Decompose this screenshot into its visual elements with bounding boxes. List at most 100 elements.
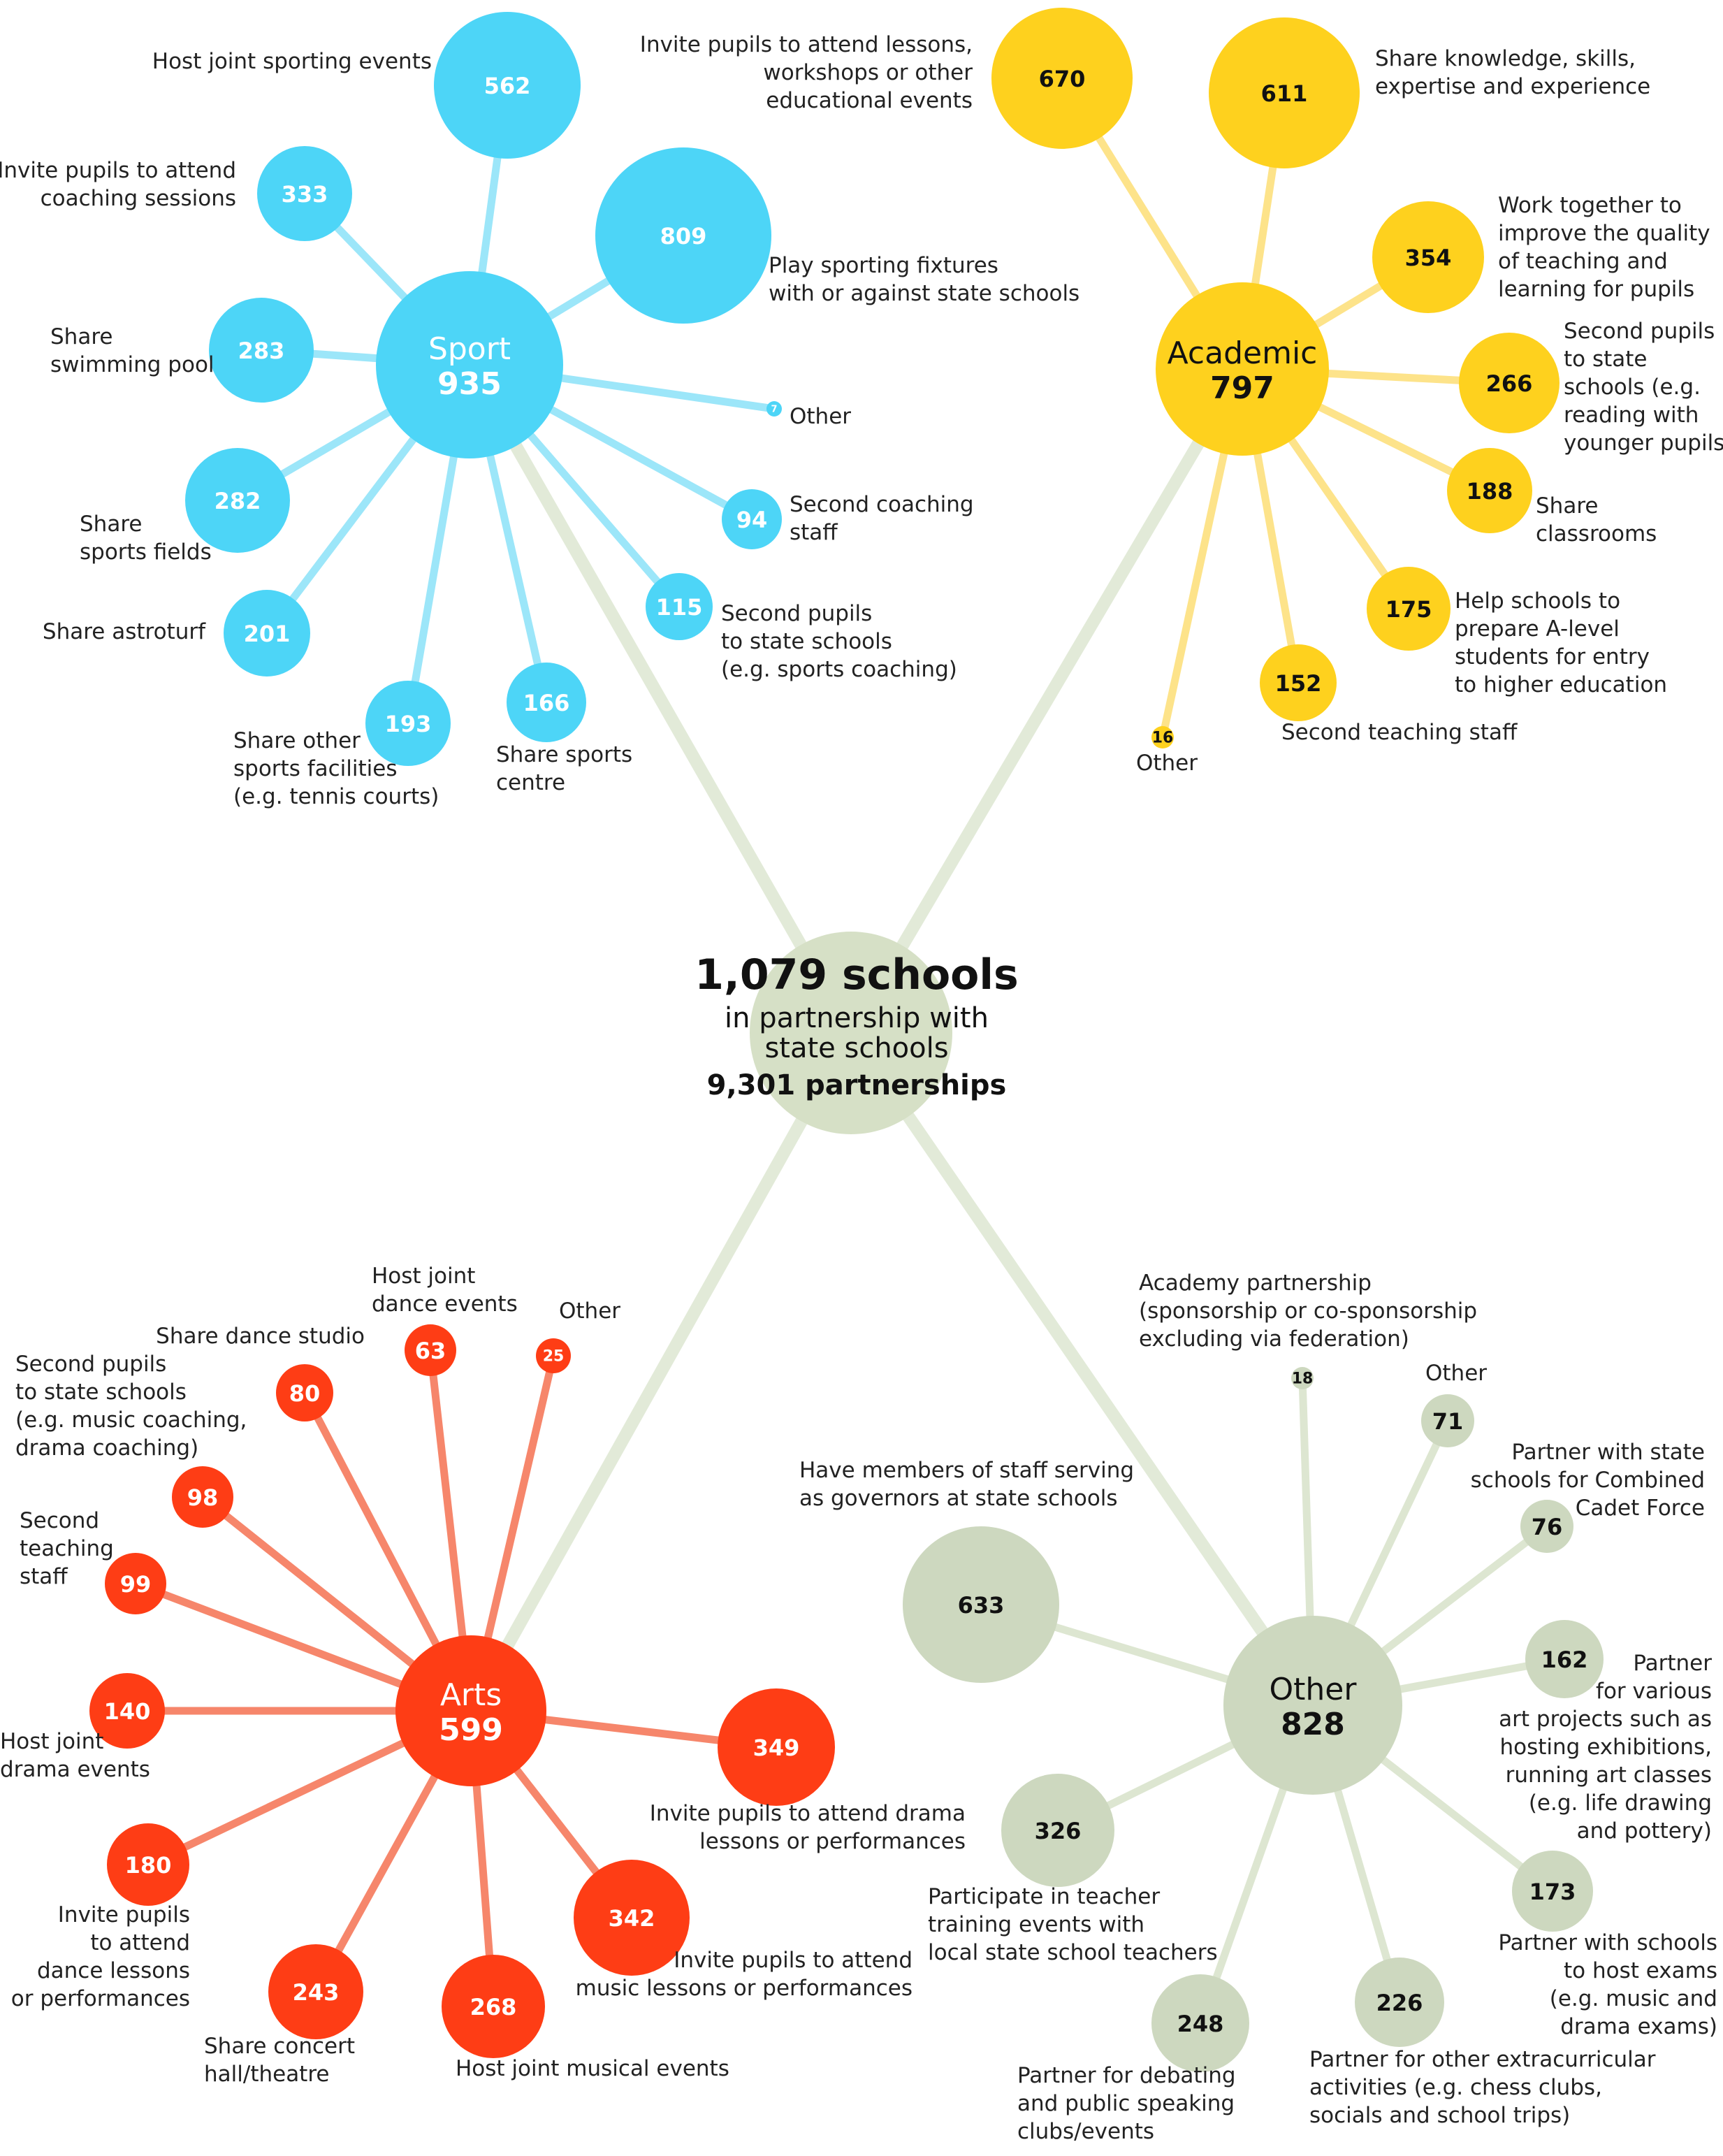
bubble-value-arts-3: 98 bbox=[187, 1484, 219, 1511]
trunk-academic bbox=[845, 363, 1249, 1039]
center-partnerships: 9,301 partnerships bbox=[707, 1069, 1007, 1101]
bubble-label-academic-1: Share knowledge, skills,expertise and ex… bbox=[1375, 46, 1650, 99]
trunk-arts bbox=[465, 1027, 857, 1717]
bubble-arts-2 bbox=[276, 1364, 333, 1421]
bubble-other-7 bbox=[1151, 1974, 1249, 2072]
bubble-other-1 bbox=[1421, 1394, 1474, 1447]
bubble-arts-8 bbox=[574, 1860, 690, 1976]
center-line2: state schools bbox=[764, 1032, 948, 1064]
bubble-value-sport-2: 333 bbox=[282, 181, 328, 208]
bubble-label-academic-6: Second teaching staff bbox=[1281, 720, 1518, 745]
bubble-other-5 bbox=[1001, 1774, 1114, 1887]
bubble-academic-3 bbox=[1459, 333, 1560, 433]
hub-academic bbox=[1156, 282, 1329, 456]
center-circle bbox=[750, 932, 952, 1134]
bubble-arts-0 bbox=[405, 1324, 456, 1376]
bubble-value-other-8: 226 bbox=[1376, 1990, 1423, 2016]
bubble-value-academic-7: 16 bbox=[1152, 730, 1174, 747]
bubble-arts-1 bbox=[536, 1338, 571, 1373]
hub-name-academic: Academic bbox=[1168, 335, 1318, 371]
hub-name-sport: Sport bbox=[428, 331, 511, 367]
bubble-other-8 bbox=[1355, 1958, 1444, 2047]
bubble-sport-9 bbox=[365, 681, 451, 766]
bubble-value-sport-9: 193 bbox=[385, 711, 432, 737]
bubble-value-arts-9: 243 bbox=[293, 1979, 340, 2006]
bubble-arts-5 bbox=[89, 1673, 165, 1749]
bubble-sport-10 bbox=[507, 663, 586, 742]
bubble-value-other-1: 71 bbox=[1432, 1408, 1464, 1435]
bubble-label-sport-4: Other bbox=[790, 404, 851, 429]
bubble-arts-6 bbox=[718, 1688, 835, 1806]
bubble-academic-5 bbox=[1367, 567, 1451, 651]
hub-value-sport: 935 bbox=[437, 366, 502, 402]
bubble-other-3 bbox=[903, 1526, 1059, 1683]
bubble-arts-4 bbox=[105, 1553, 166, 1614]
bubble-label-arts-1: Other bbox=[559, 1298, 620, 1324]
bubble-academic-6 bbox=[1260, 644, 1337, 721]
bubble-sport-0 bbox=[434, 12, 581, 159]
trunk-other bbox=[845, 1027, 1319, 1712]
bubble-value-arts-10: 268 bbox=[470, 1994, 517, 2020]
bubble-label-other-1: Other bbox=[1425, 1361, 1487, 1386]
center-title: 1,079 schools bbox=[695, 950, 1018, 999]
hub-sport bbox=[376, 271, 563, 458]
bubble-value-arts-6: 349 bbox=[753, 1735, 800, 1761]
bubble-value-sport-7: 201 bbox=[244, 621, 291, 647]
bubble-value-other-0: 18 bbox=[1292, 1370, 1314, 1388]
bubble-value-sport-1: 809 bbox=[660, 223, 707, 249]
bubbles: 562809333283728294201115193166Sport93567… bbox=[89, 8, 1604, 2072]
bubble-value-sport-4: 7 bbox=[771, 405, 777, 415]
bubble-academic-4 bbox=[1447, 448, 1532, 533]
bubble-value-academic-6: 152 bbox=[1275, 670, 1322, 697]
bubble-sport-8 bbox=[646, 573, 713, 640]
bubble-other-2 bbox=[1520, 1500, 1573, 1553]
bubble-label-arts-2: Share dance studio bbox=[156, 1324, 365, 1349]
bubble-value-other-4: 162 bbox=[1541, 1647, 1588, 1673]
bubble-value-sport-3: 283 bbox=[238, 338, 285, 364]
hub-value-arts: 599 bbox=[439, 1712, 503, 1748]
bubble-label-arts-10: Host joint musical events bbox=[456, 2056, 729, 2081]
bubble-value-sport-5: 282 bbox=[215, 488, 261, 514]
hub-arts bbox=[395, 1635, 546, 1786]
hub-value-other: 828 bbox=[1281, 1707, 1345, 1742]
bubble-label-academic-7: Other bbox=[1136, 751, 1198, 776]
bubble-other-4 bbox=[1525, 1620, 1604, 1698]
bubble-value-other-6: 173 bbox=[1529, 1879, 1576, 1905]
bubble-label-sport-7: Share astroturf bbox=[43, 619, 206, 644]
bubble-label-other-0: Academy partnership(sponsorship or co-sp… bbox=[1139, 1271, 1477, 1352]
bubble-value-sport-6: 94 bbox=[736, 507, 768, 533]
bubble-sport-5 bbox=[185, 448, 290, 553]
hub-value-academic: 797 bbox=[1210, 370, 1274, 406]
bubble-value-academic-0: 670 bbox=[1039, 66, 1086, 92]
hub-name-other: Other bbox=[1270, 1672, 1358, 1707]
bubble-arts-10 bbox=[442, 1955, 545, 2058]
bubble-sport-7 bbox=[224, 590, 310, 677]
bubble-value-academic-2: 354 bbox=[1405, 245, 1452, 271]
bubble-value-sport-10: 166 bbox=[523, 690, 570, 716]
bubble-value-sport-8: 115 bbox=[656, 594, 703, 621]
hub-name-arts: Arts bbox=[440, 1677, 502, 1713]
